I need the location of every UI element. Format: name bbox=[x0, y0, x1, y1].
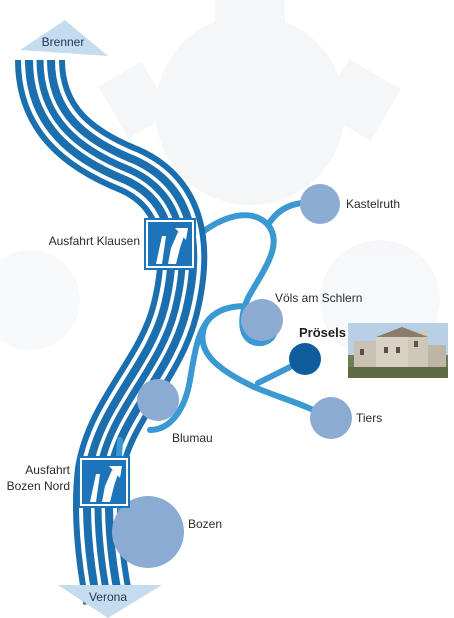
town-marker-tiers[interactable] bbox=[310, 397, 352, 439]
town-label-voels: Völs am Schlern bbox=[275, 291, 362, 305]
motorway-exit-sign-icon bbox=[78, 456, 130, 508]
endpoint-label-north: Brenner bbox=[42, 35, 85, 49]
exit-label-klausen: Ausfahrt Klausen bbox=[49, 234, 140, 248]
town-label-proesels: Prösels bbox=[299, 325, 346, 340]
town-marker-kastelruth[interactable] bbox=[300, 184, 340, 224]
town-marker-blumau[interactable] bbox=[137, 379, 179, 421]
motorway-exit-sign-icon bbox=[144, 218, 196, 270]
town-marker-voels[interactable] bbox=[241, 299, 283, 341]
exit-label-bozen-nord-line1: Ausfahrt bbox=[25, 463, 70, 477]
town-markers bbox=[112, 184, 352, 568]
town-label-bozen: Bozen bbox=[188, 517, 222, 531]
town-label-tiers: Tiers bbox=[356, 411, 382, 425]
exit-label-bozen-nord-line2: Bozen Nord bbox=[7, 479, 70, 493]
road-blumau-loop bbox=[147, 322, 208, 433]
town-label-blumau: Blumau bbox=[172, 431, 213, 445]
endpoint-label-south: Verona bbox=[89, 590, 127, 604]
verona-arrow: Verona bbox=[58, 585, 162, 618]
town-marker-proesels[interactable] bbox=[289, 343, 321, 375]
town-label-kastelruth: Kastelruth bbox=[346, 197, 400, 211]
brenner-arrow: Brenner bbox=[8, 14, 122, 60]
castle-photo bbox=[348, 323, 448, 378]
road-voels-blumau bbox=[199, 303, 333, 421]
road-klausen-voels bbox=[187, 212, 279, 347]
town-marker-bozen[interactable] bbox=[112, 496, 184, 568]
